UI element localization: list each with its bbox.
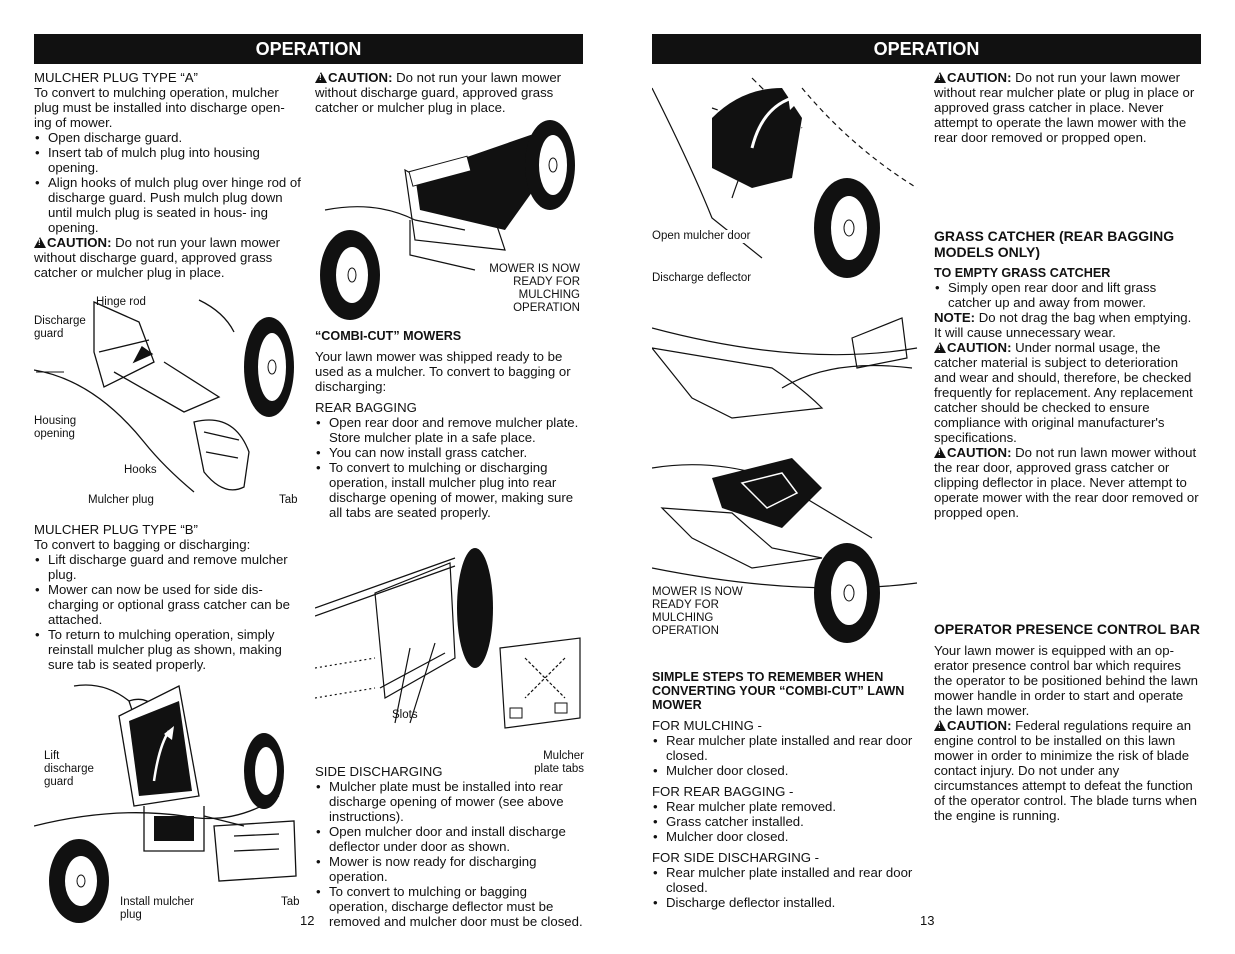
list-item: To convert to mulching or discharging op… [315,460,585,520]
type-a-intro: To convert to mulching operation, mulche… [34,85,285,130]
page-header-left: OPERATION [34,34,583,64]
list-item: Rear mulcher plate installed and rear do… [652,865,914,895]
simple-steps-section: SIMPLE STEPS TO REMEMBER WHEN CONVERTING… [652,670,914,910]
warning-icon [934,72,946,83]
opc-text: Your lawn mower is equipped with an op- … [934,643,1198,718]
grass-catcher-section: GRASS CATCHER (REAR BAGGING MODELS ONLY)… [934,228,1202,520]
label-open-mulcher-door: Open mulcher door [652,230,751,243]
warning-icon [934,720,946,731]
figure-mower-mulching [320,120,575,320]
for-side-discharging: FOR SIDE DISCHARGING - [652,850,820,865]
label-tab: Tab [279,494,298,506]
caution-a: CAUTION: Do not run your lawn mower with… [34,235,304,280]
label-discharge-guard: Discharge guard [34,315,86,340]
side-discharging-section: SIDE DISCHARGING Mulcher plate must be i… [315,764,587,929]
operator-presence-section: OPERATOR PRESENCE CONTROL BAR Your lawn … [934,621,1202,823]
mulching-steps: Rear mulcher plate installed and rear do… [652,733,914,778]
simple-steps-title: SIMPLE STEPS TO REMEMBER WHEN CONVERTING… [652,670,905,712]
combi-title: “COMBI-CUT” MOWERS [315,329,462,343]
label-plate-tabs: Mulcher plate tabs [534,750,584,775]
side-title: SIDE DISCHARGING [315,764,443,779]
combi-intro: Your lawn mower was shipped ready to be … [315,349,571,394]
list-item: Mulcher door closed. [652,763,914,778]
type-b-title: MULCHER PLUG TYPE “B” [34,522,198,537]
label-hinge-rod: Hinge rod [96,296,146,308]
list-item: Rear mulcher plate installed and rear do… [652,733,914,763]
list-item: Mower is now ready for discharging opera… [315,854,587,884]
warning-icon [934,342,946,353]
figure-mulcher-plug-b [34,684,297,923]
label-ready-mulching: MOWER IS NOW READY FOR MULCHING OPERATIO… [489,263,580,314]
list-item: Mulcher door closed. [652,829,914,844]
combi-cut-section: “COMBI-CUT” MOWERS Your lawn mower was s… [315,329,585,520]
warning-icon [315,72,327,83]
label-ready-mulching-2: MOWER IS NOW READY FOR MULCHING OPERATIO… [652,586,752,638]
rear-steps: Rear mulcher plate removed. Grass catche… [652,799,914,844]
rear-bagging-title: REAR BAGGING [315,400,417,415]
list-item: Open discharge guard. [34,130,304,145]
list-item: Mower can now be used for side dis- char… [34,582,304,627]
empty-catcher-title: TO EMPTY GRASS CATCHER [934,266,1111,280]
page-header-right: OPERATION [652,34,1201,64]
figure-mulcher-plate [315,548,581,729]
grass-catcher-title: GRASS CATCHER (REAR BAGGING MODELS ONLY) [934,228,1175,260]
caution-top-col4: CAUTION: Do not run your lawn mower with… [934,70,1202,145]
list-item: Simply open rear door and lift grass cat… [934,280,1202,310]
note: NOTE: Do not drag the bag when emptying.… [934,310,1192,340]
list-item: Open mulcher door and install discharge … [315,824,587,854]
caution-material: CAUTION: Under normal usage, the catcher… [934,340,1202,445]
label-discharge-deflector: Discharge deflector [652,272,752,285]
label-lift-discharge-guard: Lift discharge guard [44,750,94,788]
list-item: Rear mulcher plate removed. [652,799,914,814]
for-rear-bagging: FOR REAR BAGGING - [652,784,794,799]
label-housing-opening: Housing opening [34,415,77,440]
figure-combi-cut-steps [652,77,918,643]
for-mulching: FOR MULCHING - [652,718,762,733]
warning-icon [934,447,946,458]
side-steps: Mulcher plate must be installed into rea… [315,779,587,929]
warning-icon [34,237,46,248]
label-tab-b: Tab [281,896,300,908]
list-item: Mulcher plate must be installed into rea… [315,779,587,824]
label-hooks: Hooks [124,464,157,476]
side-steps-summary: Rear mulcher plate installed and rear do… [652,865,914,910]
page-number-right: 13 [920,913,935,928]
list-item: Open rear door and remove mulcher plate.… [315,415,585,445]
opc-title: OPERATOR PRESENCE CONTROL BAR [934,621,1201,637]
caution-door: CAUTION: Do not run lawn mower without t… [934,445,1202,520]
caution-opc: CAUTION: Federal regulations require an … [934,718,1202,823]
caution-top-col2: CAUTION: Do not run your lawn mower with… [315,70,585,115]
list-item: Lift discharge guard and remove mulcher … [34,552,304,582]
type-b-intro: To convert to bagging or discharging: [34,537,251,552]
rear-bagging-steps: Open rear door and remove mulcher plate.… [315,415,585,520]
label-install-mulcher-plug: Install mulcher plug [120,896,195,921]
type-b-steps: Lift discharge guard and remove mulcher … [34,552,304,672]
list-item: You can now install grass catcher. [315,445,585,460]
list-item: To convert to mulching or bagging operat… [315,884,587,929]
empty-steps: Simply open rear door and lift grass cat… [934,280,1202,310]
list-item: To return to mulching operation, simply … [34,627,304,672]
list-item: Discharge deflector installed. [652,895,914,910]
figure-mulcher-plug-a [34,299,294,493]
mulcher-type-b-section: MULCHER PLUG TYPE “B” To convert to bagg… [34,522,304,672]
type-a-title: MULCHER PLUG TYPE “A” [34,70,198,85]
type-a-steps: Open discharge guard. Insert tab of mulc… [34,130,304,235]
list-item: Align hooks of mulch plug over hinge rod… [34,175,304,235]
list-item: Insert tab of mulch plug into housing op… [34,145,304,175]
label-slots: Slots [392,709,418,721]
mulcher-type-a-section: MULCHER PLUG TYPE “A” To convert to mulc… [34,70,304,280]
list-item: Grass catcher installed. [652,814,914,829]
page-number-left: 12 [300,913,315,928]
label-mulcher-plug: Mulcher plug [88,494,154,506]
